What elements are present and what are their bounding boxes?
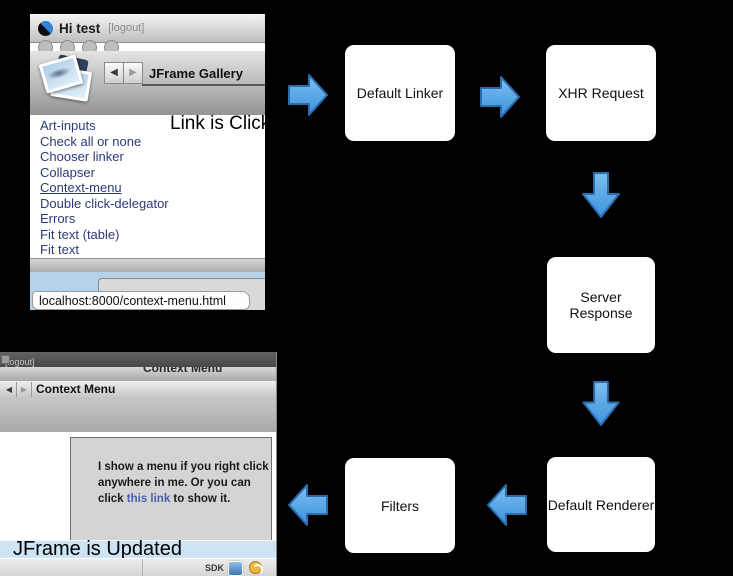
forward-button[interactable]: ▶ <box>123 62 143 84</box>
logout-link[interactable]: [logout] <box>5 357 35 367</box>
context-menu-target-box[interactable]: I show a menu if you right click anywher… <box>70 437 272 547</box>
flow-box-server-response: Server Response <box>547 257 655 353</box>
arrow-down-icon <box>582 381 620 426</box>
back-button[interactable]: ◀ <box>2 382 17 397</box>
gallery-link[interactable]: Collapser <box>40 164 95 180</box>
gallery-link[interactable]: Check all or none <box>40 133 142 149</box>
window-badge-icon <box>1 355 10 364</box>
browser-window-gallery: Hi test [logout] ◀ ▶ JFrame Gallery Art-… <box>30 14 265 310</box>
nav-title-label: JFrame Gallery <box>149 65 243 81</box>
flow-box-filters: Filters <box>345 458 455 553</box>
gallery-link[interactable]: Errors <box>40 211 76 226</box>
flow-box-default-renderer: Default Renderer <box>547 457 655 552</box>
window2-toolbar: ◀ ▶ Context Menu <box>0 381 276 400</box>
arrow-right-icon <box>288 74 328 116</box>
context-menu-text: I show a menu if you right click anywher… <box>98 459 270 507</box>
flow-box-label: Default Linker <box>356 85 444 101</box>
caption-jframe-updated: JFrame is Updated <box>13 538 182 560</box>
sdk-label: SDK <box>204 563 224 573</box>
window2-bottom-bar: SDK <box>0 558 276 576</box>
window1-divider-bar <box>30 258 265 273</box>
flow-box-label: Filters <box>380 497 420 514</box>
caption-link-clicked: Link is Click <box>170 113 265 134</box>
arrow-left-icon <box>487 484 527 526</box>
gallery-link[interactable]: Art-inputs <box>40 118 96 133</box>
flow-box-label: Default Renderer <box>547 496 655 513</box>
context-menu-text-part1: I show a menu if you right click anywher… <box>98 461 269 505</box>
gallery-link[interactable]: Context-menu <box>40 180 122 195</box>
arrow-right-icon <box>480 76 520 118</box>
window1-title: Hi test <box>59 20 101 36</box>
swirl-icon[interactable] <box>249 561 263 575</box>
window2-top-bar: [logout] <box>0 352 276 367</box>
nav-title-label: Context Menu <box>36 382 116 396</box>
forward-button[interactable]: ▶ <box>17 382 32 397</box>
context-menu-page-content: I show a menu if you right click anywher… <box>0 432 276 547</box>
browser-window-context-menu: [logout] Context Menu ◀ ▶ Context Menu I… <box>0 352 277 576</box>
window1-titlebar: Hi test [logout] <box>30 14 265 43</box>
bottom-bar-divider <box>142 559 143 576</box>
logout-link[interactable]: [logout] <box>108 22 145 34</box>
status-url-bubble: localhost:8000/context-menu.html <box>32 291 250 310</box>
gallery-link[interactable]: Fit text (table) <box>40 226 120 242</box>
nav-title-field[interactable]: JFrame Gallery <box>142 62 265 86</box>
app-logo-icon <box>38 20 53 36</box>
flow-box-xhr-request: XHR Request <box>546 45 656 141</box>
window2-gray-area <box>0 399 276 434</box>
gallery-link[interactable]: Fit text <box>40 242 80 257</box>
window2-titlebar: Context Menu <box>0 367 276 382</box>
photos-icon[interactable] <box>228 561 243 576</box>
arrow-down-icon <box>582 172 620 218</box>
gallery-link[interactable]: Chooser linker <box>40 149 124 164</box>
gallery-link[interactable]: Double click-delegator <box>40 195 169 211</box>
flow-box-label: Server Response <box>569 289 633 321</box>
context-menu-text-part2: to show it. <box>170 493 231 505</box>
arrow-left-icon <box>288 484 328 526</box>
gallery-icon <box>38 53 96 109</box>
back-button[interactable]: ◀ <box>104 62 123 84</box>
window1-toolbar: ◀ ▶ JFrame Gallery <box>30 51 265 117</box>
show-menu-link[interactable]: this link <box>126 493 171 505</box>
flow-box-label: XHR Request <box>558 85 644 101</box>
window2-title: Context Menu <box>143 367 223 375</box>
flow-box-default-linker: Default Linker <box>345 45 455 141</box>
